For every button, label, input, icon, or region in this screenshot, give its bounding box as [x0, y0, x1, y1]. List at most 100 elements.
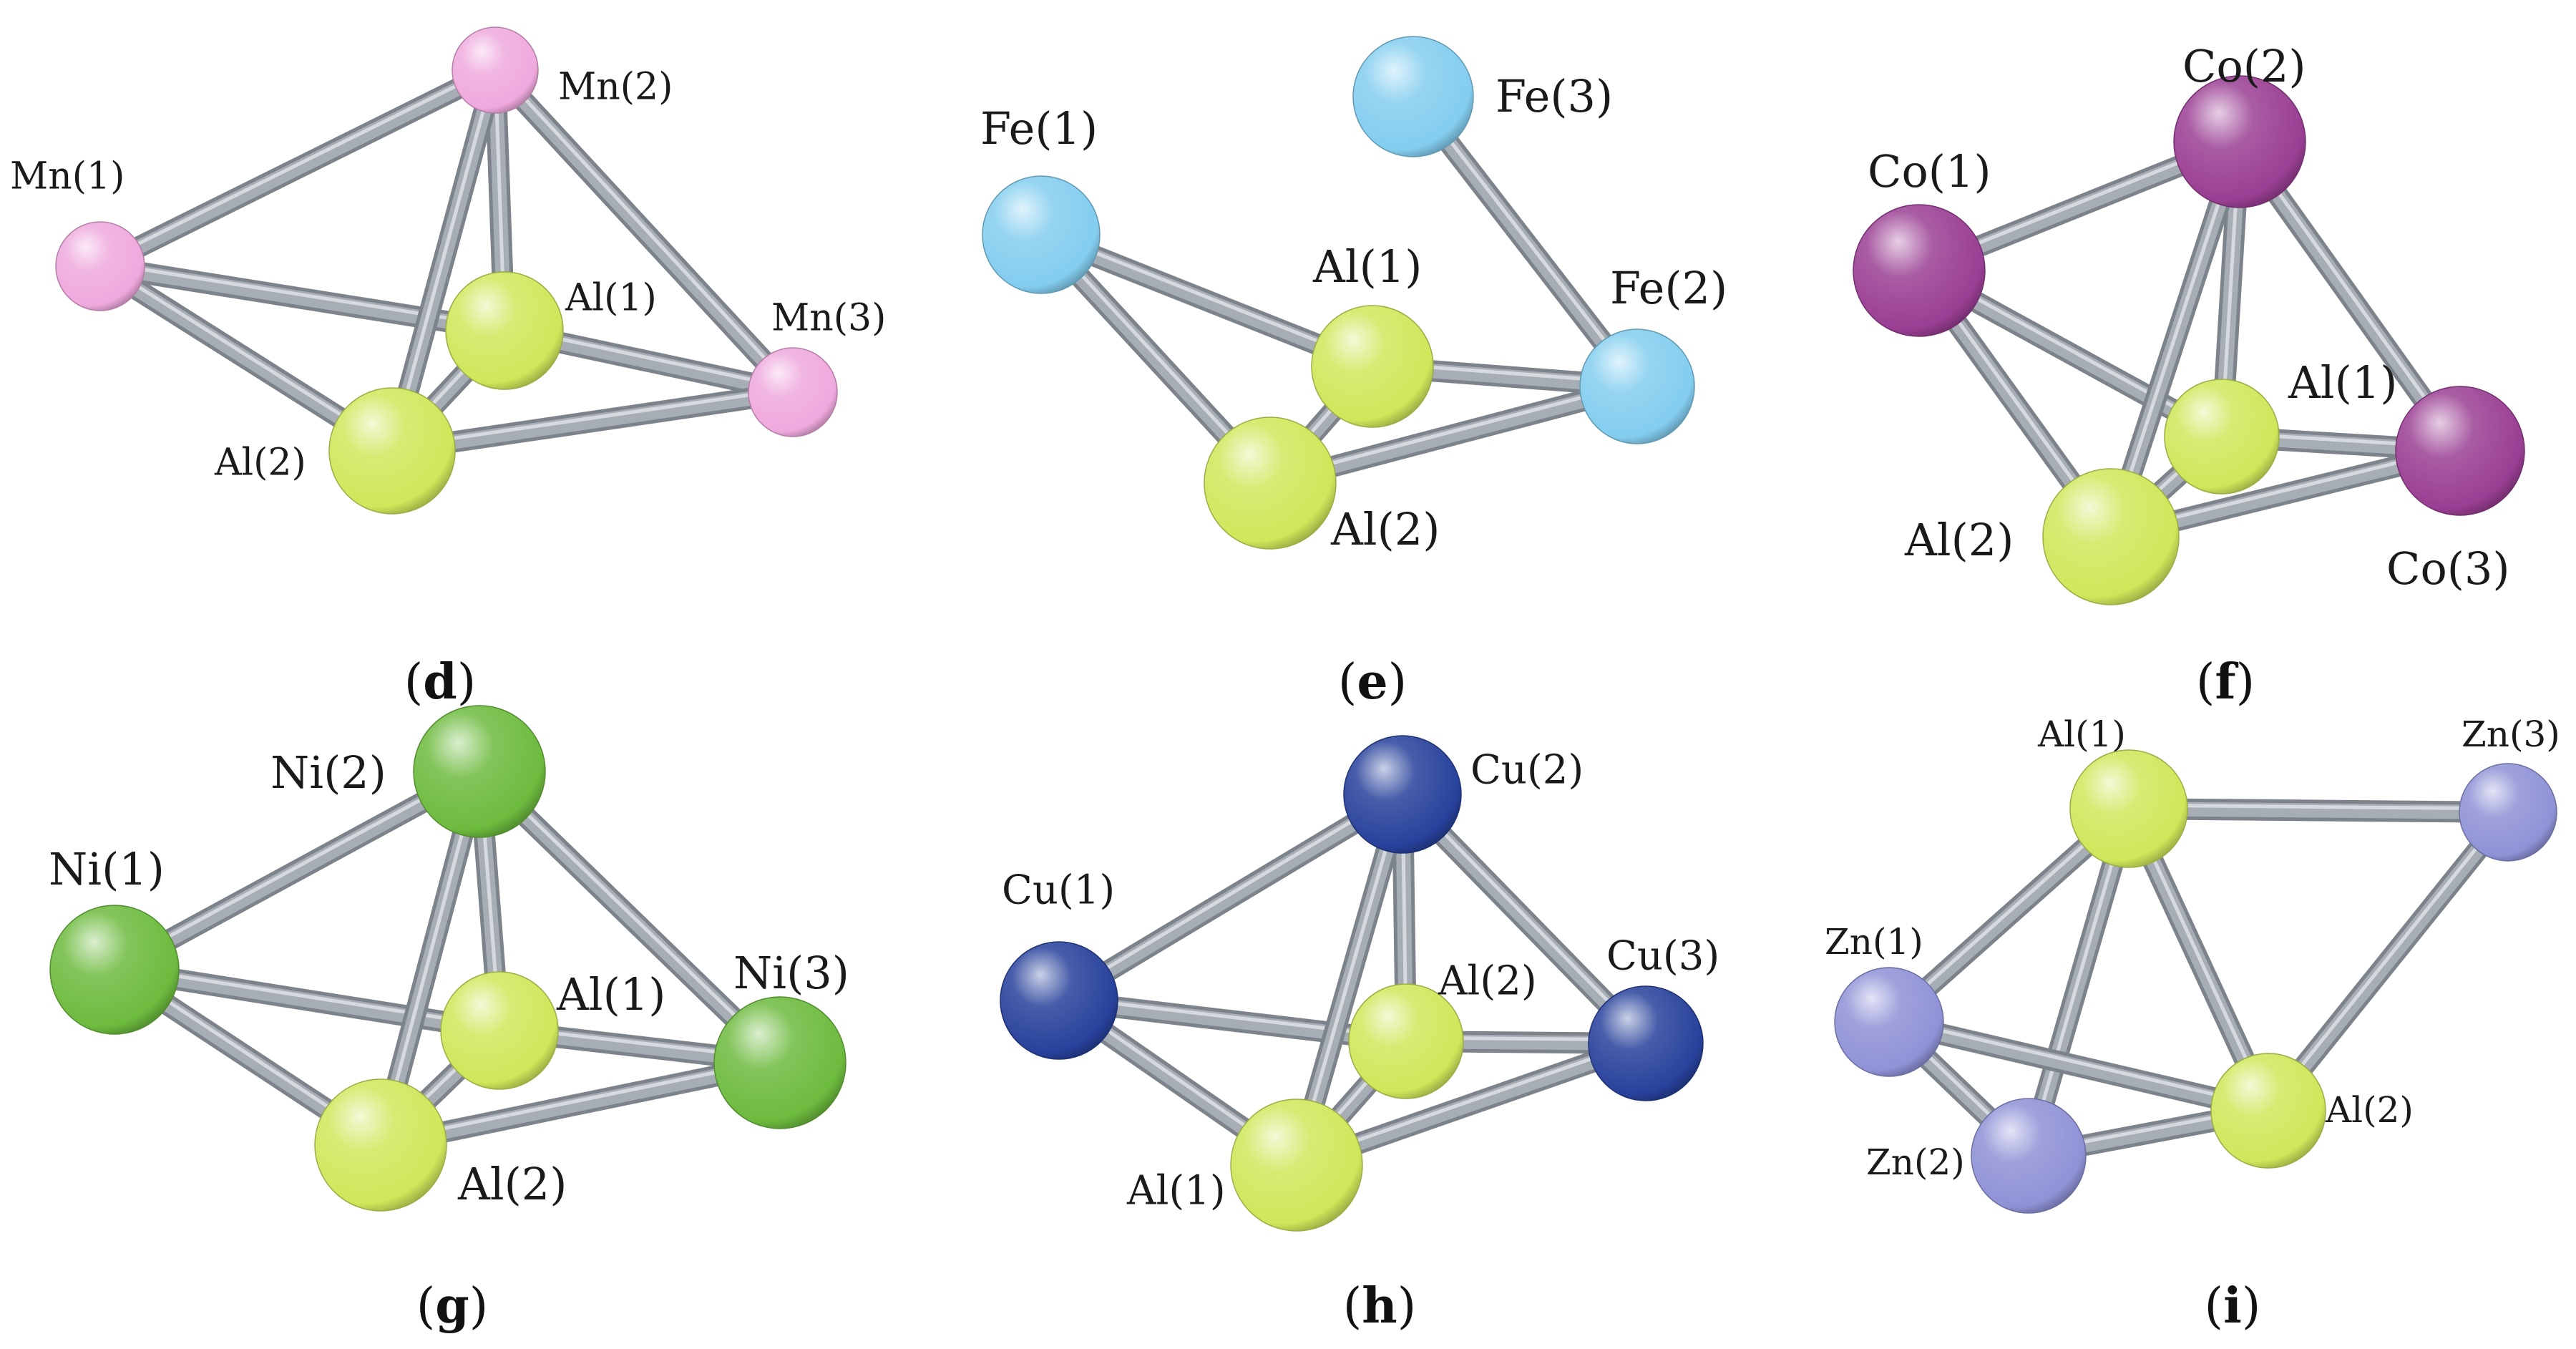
panel-label-close-paren: ): [2236, 654, 2255, 711]
atom-label-d-mn3: Mn(3): [771, 297, 886, 340]
bond-highlight-d-mn1-mn2: [93, 63, 502, 273]
atom-label-i-zn1: Zn(1): [1825, 921, 1923, 963]
atom-label-i-al1: Al(1): [2037, 714, 2126, 755]
atom-e-fe2: [1579, 328, 1695, 444]
atom-label-g-ni1: Ni(1): [49, 843, 165, 895]
bond-shine-h-cu1-cu2: [1057, 789, 1405, 999]
atom-f-al1: [2164, 379, 2280, 495]
bond-shine-i-zn3-al2: [2266, 807, 2510, 1109]
bond-highlight-i-zn1-al2: [1882, 1015, 2275, 1118]
panel-label-e: (e): [1338, 653, 1407, 711]
panel-label-letter-e: e: [1357, 653, 1387, 711]
atom-i-al2: [2210, 1053, 2326, 1169]
atom-h-al1: [1230, 1099, 1363, 1232]
atom-h-cu1: [1000, 941, 1118, 1060]
bond-shine-d-mn2-mn3: [493, 64, 795, 391]
panel-label-h: (h): [1343, 1277, 1417, 1335]
panel-label-letter-d: d: [423, 653, 457, 711]
atom-label-g-al2: Al(2): [457, 1158, 567, 1210]
atom-g-ni1: [49, 905, 180, 1035]
atom-i-al1: [2069, 749, 2188, 868]
panel-label-letter-g: g: [435, 1277, 469, 1335]
atom-label-d-al1: Al(1): [565, 277, 657, 320]
panel-label-i: (i): [2205, 1277, 2261, 1335]
atom-label-h-cu2: Cu(2): [1470, 747, 1584, 794]
atom-h-al2: [1348, 983, 1464, 1099]
atom-label-f-al2: Al(2): [1904, 514, 2014, 566]
atom-label-e-al2: Al(2): [1330, 503, 1440, 555]
atom-i-zn1: [1834, 967, 1944, 1077]
atom-h-cu2: [1343, 735, 1462, 854]
bond-shine-d-al2-mn3: [390, 386, 795, 449]
panel-label-open-paren: (: [416, 1278, 436, 1335]
atom-label-e-fe1: Fe(1): [980, 102, 1098, 155]
atoms-layer: [49, 26, 2557, 1232]
atom-label-f-al1: Al(1): [2288, 356, 2397, 409]
atom-f-co2: [2173, 75, 2306, 208]
bond-highlight-h-cu1-cu2: [1052, 787, 1410, 1008]
atom-e-al1: [1311, 305, 1434, 428]
bond-highlight-g-ni2-ni3: [472, 764, 787, 1070]
panel-label-close-paren: ): [1388, 654, 1407, 711]
atom-label-h-cu3: Cu(3): [1606, 933, 1719, 980]
atom-e-fe1: [982, 175, 1101, 294]
atom-label-g-ni3: Ni(3): [733, 947, 849, 999]
bond-shine-d-mn1-mn2: [98, 64, 497, 265]
bond-shine-h-cu2-al1: [1294, 789, 1405, 1164]
atom-label-e-al1: Al(1): [1312, 240, 1422, 293]
atom-h-cu3: [1588, 985, 1704, 1101]
bond-highlight-i-zn3-al2: [2261, 805, 2515, 1118]
atom-g-al1: [440, 971, 559, 1090]
bond-highlight-g-al1-ni1: [107, 963, 507, 1038]
atom-label-d-mn1: Mn(1): [10, 155, 125, 198]
bond-shine-g-al2-ni3: [379, 1057, 782, 1144]
atom-label-h-al1: Al(1): [1126, 1168, 1226, 1214]
atom-label-h-cu1: Cu(1): [1002, 867, 1115, 914]
atom-label-i-al2: Al(2): [2325, 1089, 2414, 1131]
atom-i-zn2: [1971, 1098, 2087, 1214]
bond-highlight-d-mn2-mn3: [488, 63, 800, 399]
atom-label-f-co1: Co(1): [1868, 145, 1991, 198]
atom-g-al2: [314, 1078, 447, 1212]
atom-label-g-ni2: Ni(2): [270, 746, 386, 799]
panel-label-f: (f): [2196, 653, 2255, 711]
labels-layer: Mn(1)Mn(2)Mn(3)Al(1)Al(2)(d)Fe(1)Fe(2)Fe…: [10, 40, 2560, 1334]
panel-label-open-paren: (: [1343, 1278, 1362, 1335]
panel-label-letter-i: i: [2223, 1277, 2242, 1335]
bond-shine-d-mn2-al2: [390, 64, 497, 449]
atom-label-h-al2: Al(2): [1438, 958, 1537, 1005]
panel-label-open-paren: (: [2205, 1278, 2224, 1335]
atom-label-d-al2: Al(2): [214, 442, 306, 484]
bond-shine-i-zn1-al2: [1887, 1016, 2270, 1109]
bond-highlight-g-al2-ni3: [374, 1056, 787, 1152]
atom-d-mn1: [55, 221, 145, 311]
panel-label-d: (d): [404, 653, 477, 711]
bond-highlight-e-fe3-fe2: [1406, 89, 1644, 394]
atom-label-e-fe2: Fe(2): [1610, 262, 1727, 314]
atom-d-al2: [328, 387, 456, 515]
atom-f-co1: [1853, 204, 1986, 337]
bond-highlight-g-ni1-ni2: [107, 764, 487, 977]
atom-d-mn3: [748, 347, 838, 437]
atom-d-al1: [445, 271, 564, 390]
bond-highlight-d-al2-mn3: [385, 385, 800, 458]
atom-e-al2: [1204, 417, 1337, 550]
atom-f-co3: [2395, 386, 2525, 516]
atom-label-e-fe3: Fe(3): [1496, 70, 1613, 122]
panel-label-close-paren: ): [2242, 1278, 2261, 1335]
atom-d-mn2: [452, 26, 539, 114]
panel-label-open-paren: (: [1338, 654, 1357, 711]
atom-label-i-zn2: Zn(2): [1866, 1141, 1965, 1183]
atom-label-i-zn3: Zn(3): [2462, 714, 2560, 755]
atom-g-ni2: [413, 705, 546, 838]
bond-shine-i-al1-zn3: [2127, 803, 2510, 811]
panel-label-letter-f: f: [2215, 653, 2238, 711]
panel-label-close-paren: ): [1397, 1278, 1417, 1335]
atom-g-ni3: [713, 996, 847, 1129]
panel-label-close-paren: ): [457, 654, 477, 711]
panel-label-open-paren: (: [2196, 654, 2215, 711]
panel-label-letter-h: h: [1362, 1277, 1397, 1335]
atom-label-f-co2: Co(2): [2182, 40, 2306, 92]
atom-i-zn3: [2459, 763, 2557, 862]
